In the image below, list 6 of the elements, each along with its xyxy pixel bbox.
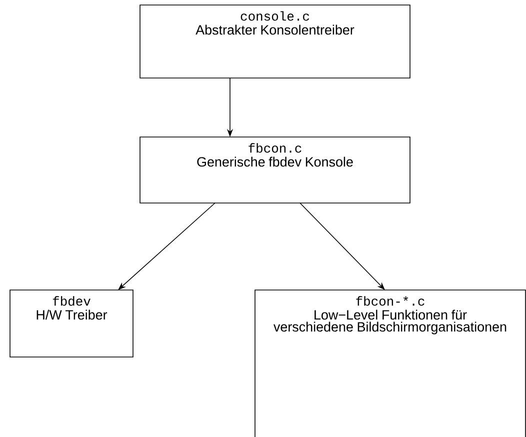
module-box: console.c Abstrakter Konsolentreiber [140, 4, 410, 78]
module-box: fbdev H/W Treiber [10, 290, 134, 358]
module-box: fbcon-*.c Low−Level Funktionen für verschiedene Bildschirmorganisationen [254, 290, 526, 437]
arrow [300, 202, 385, 290]
module-box: fbcon.c Generische fbdev Konsole [140, 136, 410, 204]
arrow [118, 202, 216, 290]
